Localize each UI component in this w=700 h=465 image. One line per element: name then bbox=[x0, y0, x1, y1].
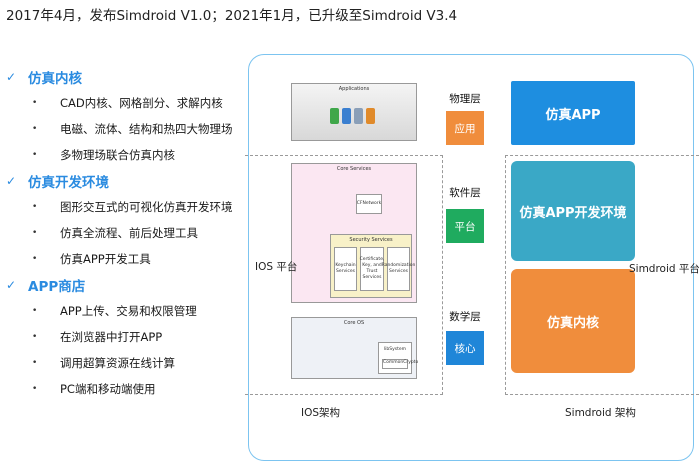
certificate-box: Certificate, Key, and Trust Services bbox=[360, 247, 384, 291]
core-services-label: Core Services bbox=[336, 166, 372, 172]
ios-platform-region bbox=[245, 155, 443, 395]
photos-app-icon bbox=[366, 108, 375, 124]
bullet-icon: • bbox=[32, 201, 38, 212]
mail-app-icon bbox=[342, 108, 351, 124]
list-item: •在浏览器中打开APP bbox=[32, 329, 163, 344]
ios-platform-label: IOS 平台 bbox=[255, 261, 298, 273]
layer-math-badge: 核心 bbox=[446, 331, 484, 365]
list-item: •图形交互式的可视化仿真开发环境 bbox=[32, 199, 233, 214]
bullet-icon: • bbox=[32, 253, 38, 264]
architecture-panel: Applications Core Services CFNetwork Sec… bbox=[245, 54, 700, 461]
keychain-box: Keychain Services bbox=[334, 247, 357, 291]
section-kernel: ✓ 仿真内核 bbox=[6, 66, 241, 88]
feature-outline: ✓ 仿真内核 •CAD内核、网格剖分、求解内核 •电磁、流体、结构和热四大物理场… bbox=[6, 66, 241, 404]
simdroid-platform-label: Simdroid 平台 bbox=[629, 263, 700, 275]
applications-label: Applications bbox=[338, 86, 370, 92]
ios-core-services-box: Core Services CFNetwork Security Service… bbox=[291, 163, 417, 303]
simdroid-platform-region bbox=[505, 155, 699, 395]
headline: 2017年4月，发布Simdroid V1.0；2021年1月，已升级至Simd… bbox=[6, 8, 458, 24]
ios-architecture-label: IOS架构 bbox=[301, 407, 341, 419]
bullet-icon: • bbox=[32, 227, 38, 238]
libsystem-box: libSystem CommonCrypto bbox=[378, 342, 418, 374]
simdroid-kernel-box: 仿真内核 bbox=[511, 269, 635, 373]
section-dev-env: ✓ 仿真开发环境 bbox=[6, 170, 241, 192]
ios-core-os-box: Core OS libSystem CommonCrypto bbox=[291, 317, 418, 379]
list-item: •CAD内核、网格剖分、求解内核 bbox=[32, 95, 223, 110]
simdroid-app-box: 仿真APP bbox=[511, 81, 635, 145]
check-icon: ✓ bbox=[6, 70, 17, 84]
section-title: 仿真内核 bbox=[28, 71, 82, 87]
randomization-box: Randomization Services bbox=[382, 247, 415, 291]
list-item: •多物理场联合仿真内核 bbox=[32, 147, 175, 162]
bullet-icon: • bbox=[32, 149, 38, 160]
bullet-icon: • bbox=[32, 97, 38, 108]
phone-app-icon bbox=[330, 108, 339, 124]
layer-physical-badge: 应用 bbox=[446, 111, 484, 145]
bullet-icon: • bbox=[32, 305, 38, 316]
simdroid-architecture-label: Simdroid 架构 bbox=[565, 407, 636, 419]
security-services-label: Security Services bbox=[349, 237, 393, 243]
bullet-icon: • bbox=[32, 357, 38, 368]
bullet-icon: • bbox=[32, 383, 38, 394]
bullet-icon: • bbox=[32, 123, 38, 134]
section-title: APP商店 bbox=[28, 279, 86, 295]
section-app-store: ✓ APP商店 bbox=[6, 274, 241, 296]
ios-applications-box: Applications bbox=[291, 83, 417, 141]
list-item: •APP上传、交易和权限管理 bbox=[32, 303, 197, 318]
bullet-icon: • bbox=[32, 331, 38, 342]
cfnetwork-box: CFNetwork bbox=[356, 194, 382, 214]
layer-physical-label: 物理层 bbox=[449, 93, 481, 105]
list-item: •PC端和移动端使用 bbox=[32, 381, 156, 396]
check-icon: ✓ bbox=[6, 174, 17, 188]
layer-software-badge: 平台 bbox=[446, 209, 484, 243]
list-item: •调用超算资源在线计算 bbox=[32, 355, 175, 370]
core-os-label: Core OS bbox=[343, 320, 365, 326]
app-icons bbox=[330, 108, 375, 124]
security-services-box: Security Services Keychain Services Cert… bbox=[330, 234, 415, 298]
layer-math-label: 数学层 bbox=[449, 311, 481, 323]
list-item: •仿真APP开发工具 bbox=[32, 251, 151, 266]
list-item: •电磁、流体、结构和热四大物理场 bbox=[32, 121, 233, 136]
section-title: 仿真开发环境 bbox=[28, 175, 109, 191]
contacts-app-icon bbox=[354, 108, 363, 124]
layer-software-label: 软件层 bbox=[449, 187, 481, 199]
list-item: •仿真全流程、前后处理工具 bbox=[32, 225, 198, 240]
commoncrypto-box: CommonCrypto bbox=[382, 359, 418, 369]
simdroid-dev-env-box: 仿真APP开发环境 bbox=[511, 161, 635, 261]
check-icon: ✓ bbox=[6, 278, 17, 292]
